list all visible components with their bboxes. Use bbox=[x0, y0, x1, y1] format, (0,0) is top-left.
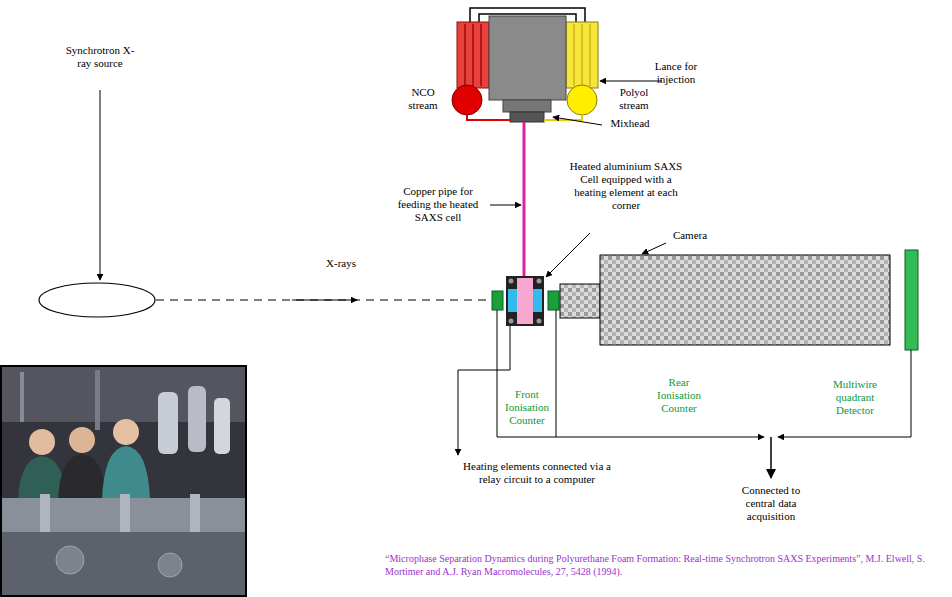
photo-valve bbox=[158, 553, 182, 577]
lance-hatch bbox=[573, 24, 575, 86]
photo-rack bbox=[20, 372, 24, 422]
signal-wire bbox=[497, 310, 764, 437]
mixhead-nozzle bbox=[503, 100, 551, 112]
quadrant-detector bbox=[905, 250, 918, 350]
part-label: Polyol stream bbox=[610, 86, 658, 112]
polyol-stream-circle bbox=[567, 85, 597, 115]
leader-arrow bbox=[546, 233, 590, 277]
part-label: NCO stream bbox=[400, 86, 446, 112]
photo-frame bbox=[1, 366, 246, 596]
x-ray-beam bbox=[156, 300, 491, 301]
photo-cylinder bbox=[188, 386, 206, 452]
heating-element bbox=[509, 279, 514, 284]
synchrotron-ring bbox=[39, 283, 155, 317]
photo-person bbox=[58, 454, 106, 500]
detector-label: Multiwire quadrant Detector bbox=[820, 378, 890, 417]
photo-flange bbox=[190, 494, 200, 536]
photo-person bbox=[102, 446, 150, 500]
part-label: Heating elements connected via a relay c… bbox=[462, 460, 612, 486]
part-label: Heated aluminium SAXS Cell equipped with… bbox=[568, 160, 684, 212]
leader-arrow bbox=[490, 205, 521, 206]
beam-direction-arrow bbox=[292, 300, 357, 301]
heating-element bbox=[537, 319, 542, 324]
photo-valve bbox=[56, 546, 84, 574]
polyol-lance bbox=[566, 22, 598, 88]
photo-flange bbox=[40, 494, 50, 536]
nco-feed-line bbox=[467, 115, 510, 120]
mixhead-body bbox=[489, 16, 566, 100]
beamline-photo bbox=[1, 366, 246, 596]
camera-nose bbox=[560, 284, 600, 318]
photo-cylinder bbox=[158, 392, 178, 454]
rear-counter bbox=[548, 291, 559, 310]
part-label: Connected to central data acquisition bbox=[728, 484, 814, 523]
photo-background bbox=[2, 367, 245, 422]
part-label: Synchrotron X-ray source bbox=[62, 44, 138, 70]
photo-bench bbox=[2, 532, 245, 595]
heating-element bbox=[509, 319, 514, 324]
lance-hatch bbox=[589, 24, 591, 86]
front-counter bbox=[492, 291, 503, 310]
part-label: Camera bbox=[668, 229, 712, 242]
photo-rack bbox=[95, 370, 100, 430]
polyol-feed-line bbox=[544, 115, 582, 120]
lance-hatch bbox=[464, 24, 466, 86]
detector-label: Front Ionisation Counter bbox=[500, 388, 554, 427]
leader-arrow bbox=[100, 90, 101, 280]
nco-stream-circle bbox=[452, 85, 482, 115]
photo-person bbox=[69, 427, 95, 453]
citation-caption: “Microphase Separation Dynamics during P… bbox=[385, 552, 945, 578]
cell-sample bbox=[517, 278, 533, 324]
mixhead-nozzle bbox=[510, 112, 544, 122]
part-label: X-rays bbox=[320, 257, 362, 270]
leader-arrow bbox=[642, 243, 666, 254]
heater-wire bbox=[458, 326, 510, 455]
camera-body bbox=[600, 255, 890, 345]
photo-person bbox=[113, 419, 139, 445]
photo-flange bbox=[120, 494, 130, 536]
leader-arrow bbox=[553, 117, 602, 125]
heating-element bbox=[537, 279, 542, 284]
photo-person bbox=[29, 429, 55, 455]
lance-hatch bbox=[480, 24, 482, 86]
lance-hatch bbox=[472, 24, 474, 86]
detector-label: Rear Ionisation Counter bbox=[646, 376, 712, 415]
copper-pipe bbox=[523, 122, 526, 276]
photo-cylinder bbox=[214, 398, 230, 454]
part-label: Lance for injection bbox=[645, 60, 707, 86]
lance-hatch bbox=[581, 24, 583, 86]
saxs-cell bbox=[506, 276, 544, 326]
signal-wire bbox=[770, 437, 772, 478]
part-label: Copper pipe for feeding the heated SAXS … bbox=[390, 185, 486, 224]
signal-wire bbox=[556, 310, 557, 437]
signal-wire bbox=[778, 350, 911, 437]
leader-arrow bbox=[600, 81, 662, 82]
part-label: Mixhead bbox=[604, 117, 656, 130]
nco-lance bbox=[457, 22, 489, 88]
